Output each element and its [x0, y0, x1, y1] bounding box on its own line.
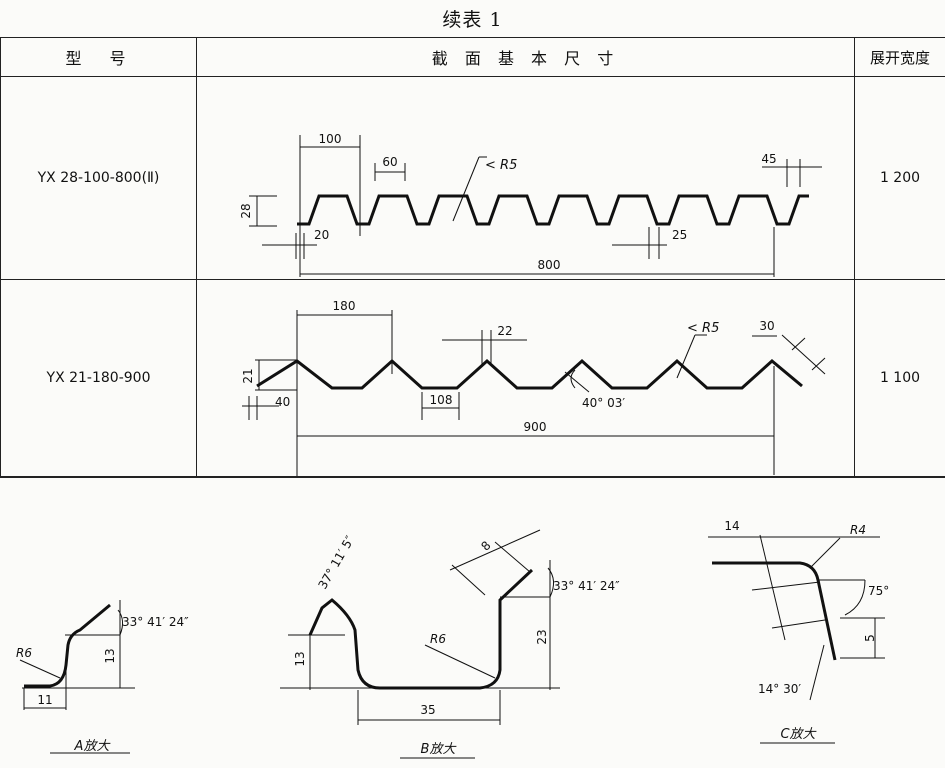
dim-edge: 30 [759, 319, 774, 333]
detail-c-height: 5 [863, 634, 877, 642]
detail-b-h-right: 23 [535, 629, 549, 644]
dim-total: 900 [524, 420, 547, 434]
section-drawing-2: 180 22 < R5 30 21 40 108 40° 03′ 900 [241, 299, 826, 476]
detail-a-width: 11 [37, 693, 52, 707]
detail-c-caption: C放大 [780, 727, 817, 742]
detail-a-height: 13 [103, 648, 117, 663]
section-drawing-1: 100 60 < R5 45 28 20 25 800 [239, 132, 822, 277]
header-section: 截 面 基 本 尺 寸 [196, 37, 855, 77]
dim-flat: 108 [430, 393, 453, 407]
detail-c-angle2: 14° 30′ [758, 682, 801, 696]
dim-height: 21 [241, 368, 255, 383]
section-divider [0, 477, 945, 478]
width-cell: 1 100 [854, 279, 945, 477]
dim-pitch: 100 [319, 132, 342, 146]
detail-c-drawing: 14 R4 75° 5 14° 30′ C放大 [708, 519, 889, 744]
header-model: 型 号 [0, 37, 197, 77]
width-cell: 1 200 [854, 76, 945, 280]
detail-a-caption: A放大 [74, 739, 112, 754]
dim-angle: 40° 03′ [582, 396, 625, 410]
detail-a-drawing: R6 33° 41′ 24″ 13 11 A放大 [16, 600, 189, 754]
dim-top: 22 [497, 324, 512, 338]
detail-b-angle-left: 37° 11′ 5″ [315, 533, 357, 592]
dim-radius: < R5 [485, 158, 517, 173]
dim-bottom: 20 [314, 228, 329, 242]
detail-a-angle: 33° 41′ 24″ [122, 615, 189, 629]
spec-table: 型 号 截 面 基 本 尺 寸 展开宽度 YX 28-100-800(Ⅱ) [0, 37, 945, 477]
dim-top: 60 [382, 155, 397, 169]
detail-b-angle-right: 33° 41′ 24″ [553, 579, 620, 593]
section-drawing-cell: 100 60 < R5 45 28 20 25 800 [196, 76, 855, 280]
detail-a-radius: R6 [16, 646, 32, 660]
detail-b-caption: B放大 [421, 742, 458, 757]
detail-b-drawing: 37° 11′ 5″ 33° 41′ 24″ 8 13 23 R6 35 B放大 [280, 529, 620, 759]
dim-bottom: 40 [275, 395, 290, 409]
dim-edge: 45 [761, 152, 776, 166]
header-width: 展开宽度 [854, 37, 945, 77]
model-cell: YX 28-100-800(Ⅱ) [0, 76, 197, 280]
detail-c-angle: 75° [868, 584, 889, 598]
model-cell: YX 21-180-900 [0, 279, 197, 477]
section-drawing-cell: 180 22 < R5 30 21 40 108 40° 03′ 900 [196, 279, 855, 477]
detail-c-radius: R4 [850, 523, 866, 537]
detail-b-bottom: 35 [420, 703, 435, 717]
detail-b-radius: R6 [430, 632, 446, 646]
detail-b-h-left: 13 [293, 651, 307, 666]
dim-bottom2: 25 [672, 228, 687, 242]
table-row: YX 21-180-900 [0, 279, 945, 477]
table-title: 续表 1 [442, 9, 503, 31]
table-row: YX 28-100-800(Ⅱ) [0, 76, 945, 280]
dim-pitch: 180 [333, 299, 356, 313]
table-header-row: 型 号 截 面 基 本 尺 寸 展开宽度 [0, 37, 945, 77]
dim-total: 800 [538, 258, 561, 272]
dim-radius: < R5 [687, 321, 719, 336]
dim-height: 28 [239, 203, 253, 218]
detail-c-top: 14 [724, 519, 739, 533]
